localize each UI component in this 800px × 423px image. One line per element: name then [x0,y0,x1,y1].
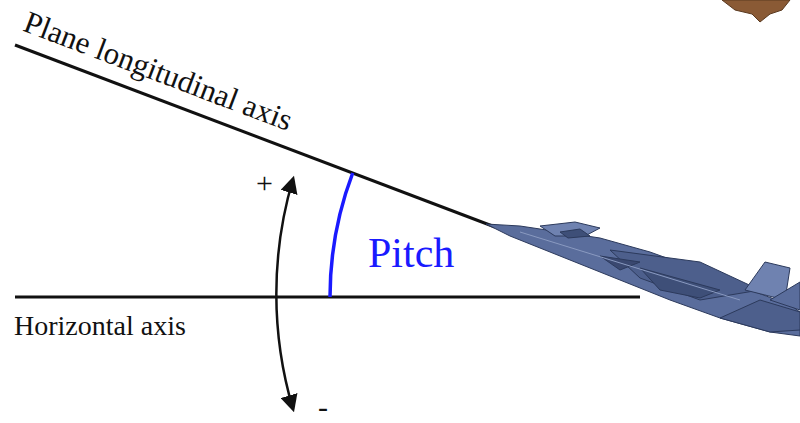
aircraft [486,222,800,336]
brown-object [722,0,790,22]
axis-label: Plane longitudinal axis [20,6,297,136]
sign-arrow [276,179,293,409]
sign-label: - [318,392,328,422]
axis-label: Horizontal axis [14,312,186,340]
longitudinal-axis-line [15,45,495,227]
horizontal-axis-line [15,296,640,299]
sign-label: + [256,168,273,198]
pitch-arc [330,173,353,297]
angle-label: Pitch [368,232,454,274]
